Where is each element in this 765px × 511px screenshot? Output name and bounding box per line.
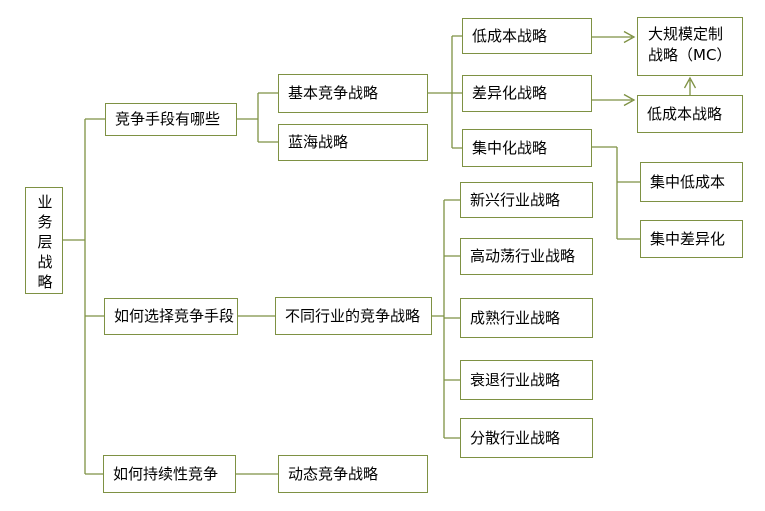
node-label: 集中低成本: [650, 172, 726, 191]
node-label: 集中化战略: [472, 138, 548, 157]
node-label: 大规模定制战略（MC）: [648, 25, 732, 64]
node-fragmented-industry-strategy[interactable]: 分散行业战略: [460, 418, 593, 458]
node-basic-competitive-strategy[interactable]: 基本竞争战略: [278, 74, 428, 113]
node-focus-strategy[interactable]: 集中化战略: [462, 129, 592, 167]
node-turbulent-industry-strategy[interactable]: 高动荡行业战略: [460, 238, 593, 275]
node-label: 成熟行业战略: [470, 308, 561, 327]
node-label: 如何持续性竞争: [113, 464, 219, 483]
node-label: 集中差异化: [650, 229, 726, 248]
node-choose-competition-means[interactable]: 如何选择竞争手段: [104, 298, 238, 335]
node-industry-competitive-strategies[interactable]: 不同行业的竞争战略: [275, 297, 432, 335]
node-sustainable-competition[interactable]: 如何持续性竞争: [103, 455, 236, 493]
node-differentiation-strategy[interactable]: 差异化战略: [462, 75, 592, 112]
node-label: 低成本战略: [647, 104, 723, 123]
node-label: 业务层战略: [35, 194, 54, 294]
connector-industries-children: [432, 199, 460, 439]
node-label: 低成本战略: [472, 26, 548, 45]
node-label: 新兴行业战略: [470, 190, 561, 209]
node-low-cost-strategy-derived[interactable]: 低成本战略: [637, 95, 743, 133]
node-label: 差异化战略: [472, 84, 548, 102]
node-dynamic-competitive-strategy[interactable]: 动态竞争战略: [278, 455, 428, 493]
connector-root-branches: [63, 118, 105, 475]
connector-competition-means-children: [237, 92, 278, 143]
node-label: 分散行业战略: [470, 428, 561, 447]
node-competition-means[interactable]: 竞争手段有哪些: [105, 103, 237, 136]
arrow-low-cost-to-mc: [592, 30, 636, 44]
node-emerging-industry-strategy[interactable]: 新兴行业战略: [460, 182, 593, 218]
node-blue-ocean-strategy[interactable]: 蓝海战略: [278, 124, 428, 161]
node-focused-differentiation[interactable]: 集中差异化: [640, 220, 743, 258]
node-label: 蓝海战略: [288, 133, 349, 151]
connector-focus-strategy-children: [592, 146, 640, 240]
node-focused-low-cost[interactable]: 集中低成本: [640, 162, 743, 202]
arrow-differentiation-to-low-cost: [592, 93, 636, 107]
node-mass-customization-strategy[interactable]: 大规模定制战略（MC）: [637, 17, 743, 76]
connector-basic-strategy-children: [428, 35, 462, 149]
node-business-level-strategy[interactable]: 业务层战略: [25, 187, 63, 294]
node-label: 衰退行业战略: [470, 370, 561, 389]
node-low-cost-strategy[interactable]: 低成本战略: [462, 18, 592, 54]
node-declining-industry-strategy[interactable]: 衰退行业战略: [460, 360, 593, 400]
node-label: 不同行业的竞争战略: [285, 306, 421, 325]
node-label: 基本竞争战略: [288, 84, 379, 102]
node-mature-industry-strategy[interactable]: 成熟行业战略: [460, 298, 593, 338]
node-label: 竞争手段有哪些: [115, 110, 221, 128]
node-label: 动态竞争战略: [288, 464, 379, 483]
node-label: 高动荡行业战略: [470, 247, 576, 265]
node-label: 如何选择竞争手段: [114, 307, 235, 325]
arrow-low-cost-up-to-mc: [683, 76, 697, 95]
